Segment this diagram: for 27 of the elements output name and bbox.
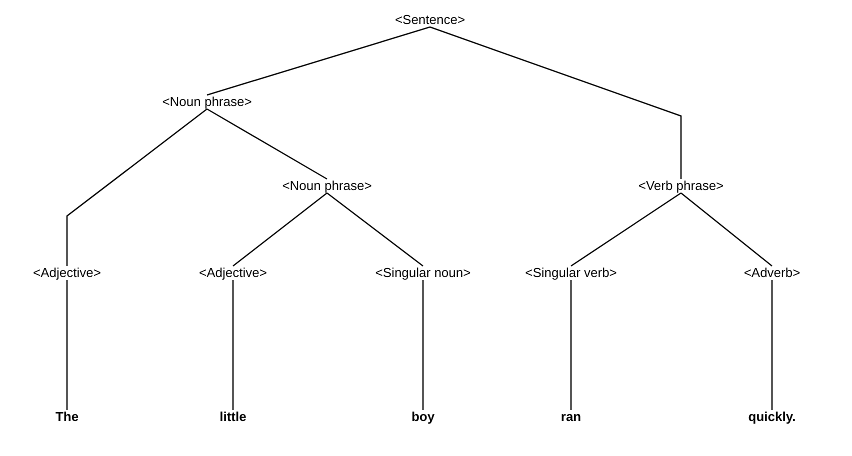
tree-branch-line	[66, 280, 68, 410]
tree-branch-line	[422, 280, 424, 410]
category-label: <Adverb>	[742, 265, 802, 281]
word-label: quickly.	[746, 409, 798, 425]
category-label: <Singular verb>	[523, 265, 619, 281]
tree-branch-line	[570, 280, 572, 410]
tree-branch-line	[206, 26, 430, 96]
tree-branch-line	[771, 280, 773, 410]
category-label: <Sentence>	[392, 12, 468, 28]
tree-branch-line	[430, 26, 682, 179]
category-label: <Noun phrase>	[160, 94, 254, 110]
tree-branch-line	[680, 192, 772, 266]
tree-branch-line	[326, 192, 424, 267]
word-label: little	[218, 409, 248, 425]
tree-branch-line	[232, 192, 328, 267]
tree-branch-line	[206, 108, 328, 180]
category-label: <Singular noun>	[373, 265, 473, 281]
category-label: <Verb phrase>	[636, 178, 726, 194]
word-label: ran	[558, 409, 584, 425]
tree-branch-line	[66, 108, 208, 266]
category-label: <Adjective>	[31, 265, 103, 281]
word-label: boy	[409, 409, 437, 425]
tree-branch-line	[232, 280, 234, 410]
word-label: The	[53, 409, 81, 425]
tree-branch-line	[570, 192, 682, 267]
category-label: <Noun phrase>	[280, 178, 374, 194]
category-label: <Adjective>	[197, 265, 269, 281]
